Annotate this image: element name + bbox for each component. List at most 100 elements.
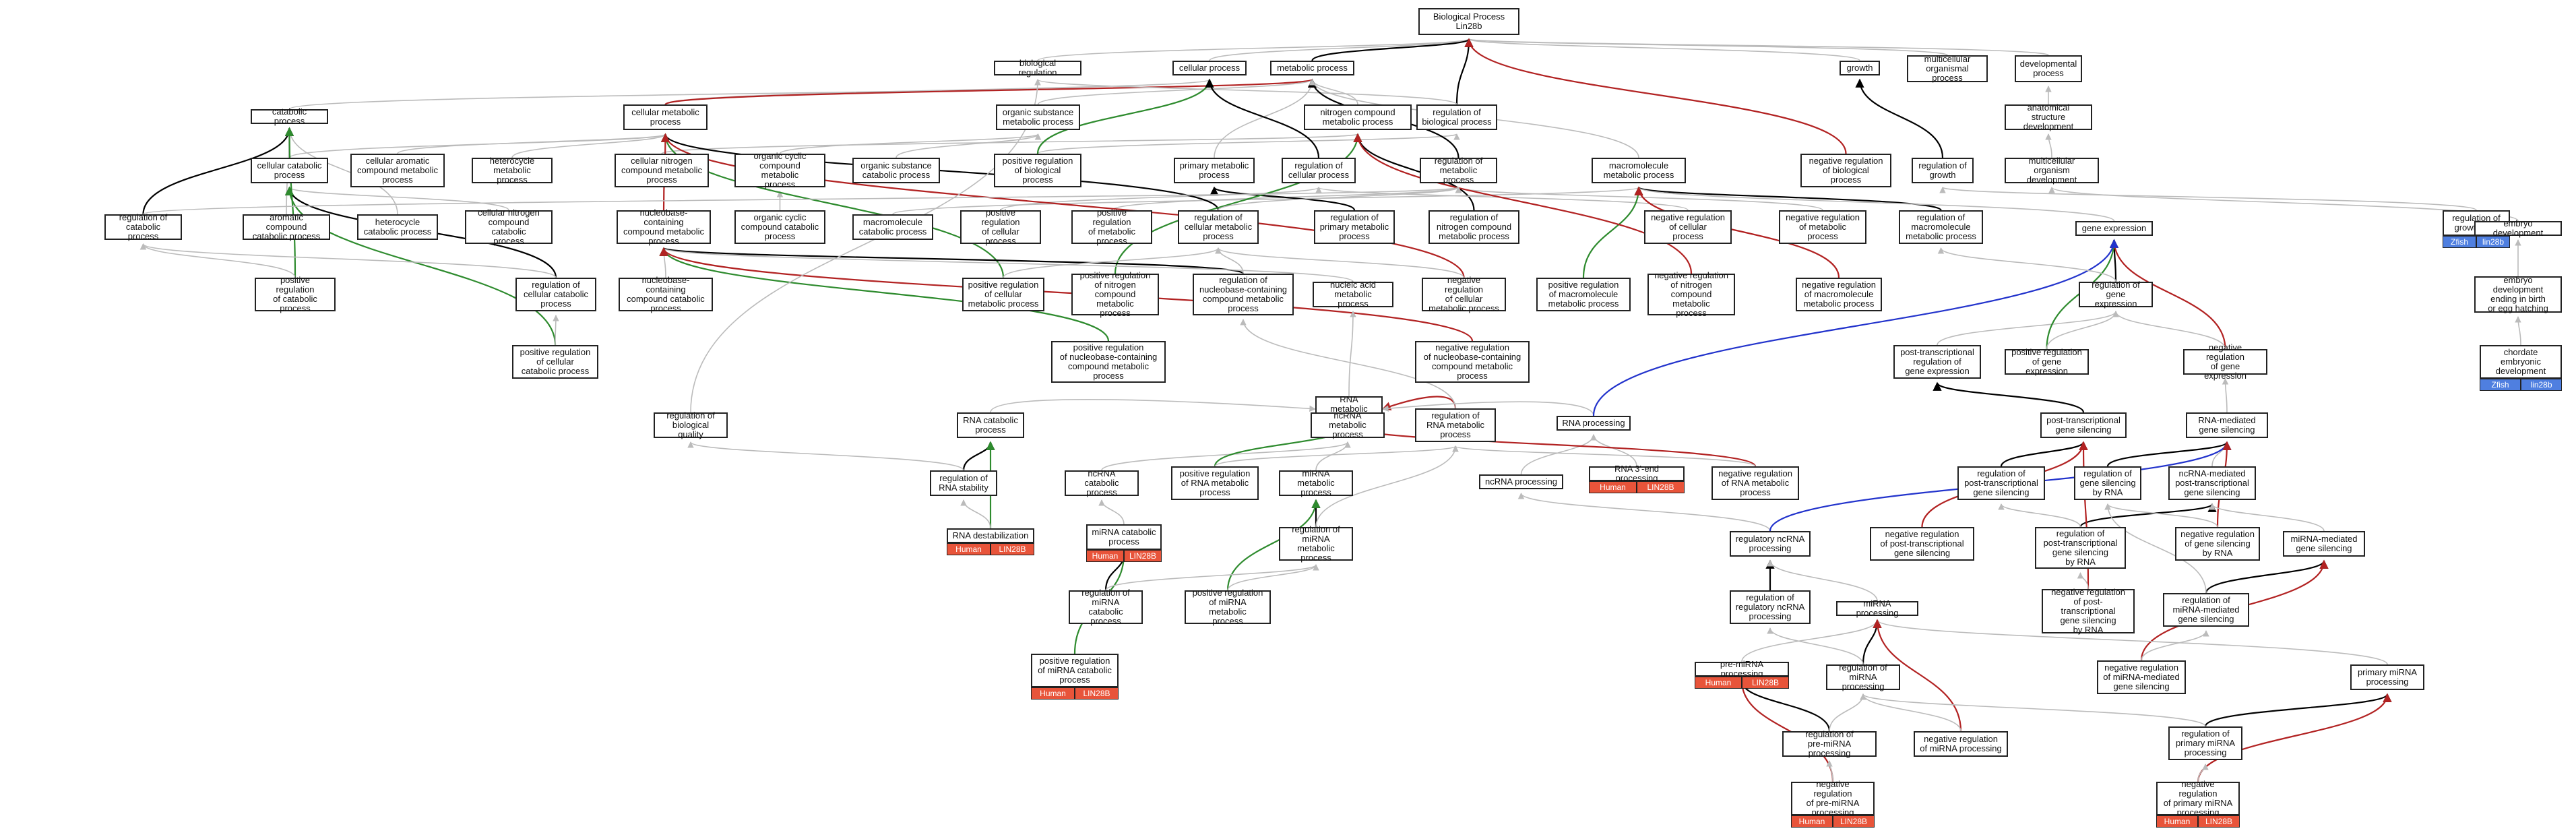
go-term-org-cyc-cat[interactable]: organic cyclic compound catabolic proces… xyxy=(734,210,825,244)
go-term-mirna-met[interactable]: miRNA metabolic process xyxy=(1279,469,1353,497)
go-term-catab[interactable]: catabolic process xyxy=(251,107,328,126)
go-term-cell-nitro[interactable]: cellular nitrogen compound metabolic pro… xyxy=(615,154,709,187)
go-term-pos-reg-cell-met[interactable]: positive regulation of cellular metaboli… xyxy=(962,278,1044,311)
go-term-hetero-met[interactable]: heterocycle metabolic process xyxy=(472,156,553,185)
go-term-neg-reg-gene[interactable]: negative regulation of gene expression xyxy=(2183,343,2267,381)
go-term-reg-mirna-processing[interactable]: regulation of miRNA processing xyxy=(1826,663,1900,691)
go-term-mirna-processing[interactable]: miRNA processing xyxy=(1836,599,1918,618)
go-term-post-trans-silencing[interactable]: post-transcriptional gene silencing xyxy=(2040,412,2127,438)
go-term-bio-reg[interactable]: biological regulation xyxy=(994,59,1081,77)
go-term-neg-reg-pre-mirna[interactable]: negative regulation of pre-miRNA process… xyxy=(1791,780,1875,817)
go-term-chordate-dev[interactable]: chordate embryonic development xyxy=(2480,345,2562,379)
go-term-reg-met[interactable]: regulation of metabolic process xyxy=(1420,156,1497,185)
go-term-pos-reg-catab[interactable]: positive regulation of catabolic process xyxy=(255,276,336,313)
go-term-ncrna-met[interactable]: ncRNA metabolic process xyxy=(1311,411,1385,439)
go-term-post-trans-reg[interactable]: post-transcriptional regulation of gene … xyxy=(1893,345,1981,379)
go-term-ncrna-processing[interactable]: ncRNA processing xyxy=(1479,474,1563,489)
go-term-pos-reg-cell[interactable]: positive regulation of cellular process xyxy=(960,208,1041,246)
go-term-macro-cat[interactable]: macromolecule catabolic process xyxy=(852,214,933,240)
go-term-met-proc[interactable]: metabolic process xyxy=(1270,61,1354,75)
go-term-prim-met[interactable]: primary metabolic process xyxy=(1174,158,1255,183)
go-term-rna-destab[interactable]: RNA destabilization xyxy=(947,528,1034,543)
go-term-pos-reg-mirna-catab[interactable]: positive regulation of miRNA catabolic p… xyxy=(1031,654,1119,687)
go-term-pos-reg-gene[interactable]: positive regulation of gene expression xyxy=(2005,348,2089,376)
go-term-pos-reg-nitro[interactable]: positive regulation of nitrogen compound… xyxy=(1071,271,1159,318)
go-term-reg-prim-met[interactable]: regulation of primary metabolic process xyxy=(1314,210,1395,244)
go-term-neg-reg-nitro[interactable]: negative regulation of nitrogen compound… xyxy=(1647,271,1735,318)
go-term-neg-reg-macro[interactable]: negative regulation of macromolecule met… xyxy=(1796,278,1882,311)
go-term-anat-dev[interactable]: anatomical structure development xyxy=(2005,103,2092,131)
go-term-cell-met[interactable]: cellular metabolic process xyxy=(623,104,708,130)
go-term-reg-cell-catab[interactable]: regulation of cellular catabolic process xyxy=(515,278,596,311)
go-term-dev-proc[interactable]: developmental process xyxy=(2015,55,2082,82)
go-term-neg-reg-primary-mirna[interactable]: negative regulation of primary miRNA pro… xyxy=(2156,780,2240,817)
go-term-arom-cat[interactable]: aromatic compound catabolic process xyxy=(243,213,330,241)
go-term-cell-proc[interactable]: cellular process xyxy=(1172,61,1247,75)
go-term-reg-mirna-silencing[interactable]: regulation of miRNA-mediated gene silenc… xyxy=(2163,593,2249,627)
go-term-rna-processing[interactable]: RNA processing xyxy=(1557,416,1631,431)
go-term-embryo-hatch[interactable]: embryo development ending in birth or eg… xyxy=(2474,276,2562,313)
go-term-mirna-catab[interactable]: miRNA catabolic process xyxy=(1086,524,1162,550)
go-term-rna3-processing[interactable]: RNA 3'-end processing xyxy=(1589,464,1685,483)
go-term-neg-reg-post-trans-rna[interactable]: negative regulation of post-transcriptio… xyxy=(2042,588,2135,635)
go-term-neg-reg-cell-met[interactable]: negative regulation of cellular metaboli… xyxy=(1422,276,1506,313)
go-term-nucacid-met[interactable]: nucleic acid metabolic process xyxy=(1313,280,1393,309)
go-term-mirna-med-silencing[interactable]: miRNA-mediated gene silencing xyxy=(2283,531,2365,557)
go-term-hetero-cat[interactable]: heterocycle catabolic process xyxy=(357,214,438,240)
go-term-pos-reg-cell-catab[interactable]: positive regulation of cellular cataboli… xyxy=(512,345,598,379)
go-term-multicell-dev[interactable]: multicellular organism development xyxy=(2005,156,2099,185)
go-term-macro-met[interactable]: macromolecule metabolic process xyxy=(1592,158,1686,183)
go-term-reg-gene-expr[interactable]: regulation of gene expression xyxy=(2079,280,2153,309)
go-term-embryo-dev[interactable]: embryo development xyxy=(2474,219,2562,238)
go-term-reg-rna-met[interactable]: regulation of RNA metabolic process xyxy=(1415,408,1496,442)
go-term-growth[interactable]: growth xyxy=(1840,61,1880,75)
go-term-rna-catab[interactable]: RNA catabolic process xyxy=(957,412,1024,438)
go-term-neg-reg-silencing-rna[interactable]: negative regulation of gene silencing by… xyxy=(2175,527,2260,561)
go-term-reg-reg-ncrna[interactable]: regulation of regulatory ncRNA processin… xyxy=(1730,590,1811,624)
go-term-neg-reg-nucbase[interactable]: negative regulation of nucleobase-contai… xyxy=(1415,341,1530,383)
go-term-cell-arom[interactable]: cellular aromatic compound metabolic pro… xyxy=(350,154,445,187)
go-term-reg-pre-mirna[interactable]: regulation of pre-miRNA processing xyxy=(1782,730,1877,758)
go-term-primary-mirna[interactable]: primary miRNA processing xyxy=(2350,664,2424,690)
go-term-reg-post-trans-silencing[interactable]: regulation of post-transcriptional gene … xyxy=(1957,466,2045,500)
go-term-rna-med-silencing[interactable]: RNA-mediated gene silencing xyxy=(2186,412,2268,438)
go-term-cell-catab[interactable]: cellular catabolic process xyxy=(251,158,328,183)
go-term-reg-post-trans-rna[interactable]: regulation of post-transcriptional gene … xyxy=(2035,527,2126,569)
go-term-reg-cell[interactable]: regulation of cellular process xyxy=(1282,158,1356,183)
go-term-gene-expr[interactable]: gene expression xyxy=(2075,221,2153,236)
go-term-nucbase-met[interactable]: nucleobase-containing compound metabolic… xyxy=(617,208,711,246)
go-term-reg-macro-met[interactable]: regulation of macromolecule metabolic pr… xyxy=(1899,210,1983,244)
go-term-reg-mirna-met[interactable]: regulation of miRNA metabolic process xyxy=(1279,525,1353,563)
go-term-multicell[interactable]: multicellular organismal process xyxy=(1907,55,1988,83)
go-term-cell-nitro-cat[interactable]: cellular nitrogen compound catabolic pro… xyxy=(465,208,553,246)
go-term-reg-biol-quality[interactable]: regulation of biological quality xyxy=(654,411,728,439)
go-term-neg-reg-met[interactable]: negative regulation of metabolic process xyxy=(1779,210,1866,244)
go-term-reg-rna-stab[interactable]: regulation of RNA stability xyxy=(930,470,997,496)
go-term-reg-nitro-met[interactable]: regulation of nitrogen compound metaboli… xyxy=(1428,210,1519,244)
go-term-ncrna-catab[interactable]: ncRNA catabolic process xyxy=(1065,469,1139,497)
go-term-org-cyc-met[interactable]: organic cyclic compound metabolic proces… xyxy=(734,152,825,189)
go-term-nucbase-cat[interactable]: nucleobase-containing compound catabolic… xyxy=(619,276,713,313)
go-term-reg-cell-met[interactable]: regulation of cellular metabolic process xyxy=(1178,210,1259,244)
go-term-pos-reg-bio[interactable]: positive regulation of biological proces… xyxy=(994,154,1081,187)
go-term-reg-primary-mirna[interactable]: regulation of primary miRNA processing xyxy=(2168,726,2242,760)
go-term-reg-nucbase[interactable]: regulation of nucleobase-containing comp… xyxy=(1193,274,1294,315)
go-term-gene-silencing-rna[interactable]: regulation of gene silencing by RNA xyxy=(2074,466,2141,500)
go-term-nitro-met[interactable]: nitrogen compound metabolic process xyxy=(1304,104,1412,130)
go-term-root[interactable]: Biological Process Lin28b xyxy=(1418,8,1519,35)
go-term-reg-ncrna-proc[interactable]: regulatory ncRNA processing xyxy=(1730,531,1811,557)
go-term-org-sub-cat[interactable]: organic substance catabolic process xyxy=(852,158,940,183)
go-term-neg-reg-cell[interactable]: negative regulation of cellular process xyxy=(1644,210,1732,244)
go-term-neg-reg-mirna-silencing[interactable]: negative regulation of miRNA-mediated ge… xyxy=(2097,660,2186,694)
go-term-neg-reg-rna-met[interactable]: negative regulation of RNA metabolic pro… xyxy=(1711,466,1799,500)
go-term-pos-reg-macro[interactable]: positive regulation of macromolecule met… xyxy=(1536,278,1631,311)
go-term-neg-reg-post-trans[interactable]: negative regulation of post-transcriptio… xyxy=(1870,527,1974,561)
go-term-reg-mirna-catab[interactable]: regulation of miRNA catabolic process xyxy=(1069,588,1143,626)
go-term-pos-reg-met[interactable]: positive regulation of metabolic process xyxy=(1071,208,1152,246)
go-term-pos-reg-nucbase[interactable]: positive regulation of nucleobase-contai… xyxy=(1051,341,1166,383)
go-term-pos-reg-mirna-met[interactable]: positive regulation of miRNA metabolic p… xyxy=(1185,588,1271,626)
go-term-neg-reg-mirna-processing[interactable]: negative regulation of miRNA processing xyxy=(1914,731,2008,757)
go-term-neg-reg-bio[interactable]: negative regulation of biological proces… xyxy=(1800,154,1891,187)
go-term-ncrna-med-silencing[interactable]: ncRNA-mediated post-transcriptional gene… xyxy=(2168,466,2256,500)
go-term-pre-mirna-processing[interactable]: pre-miRNA processing xyxy=(1695,660,1789,679)
